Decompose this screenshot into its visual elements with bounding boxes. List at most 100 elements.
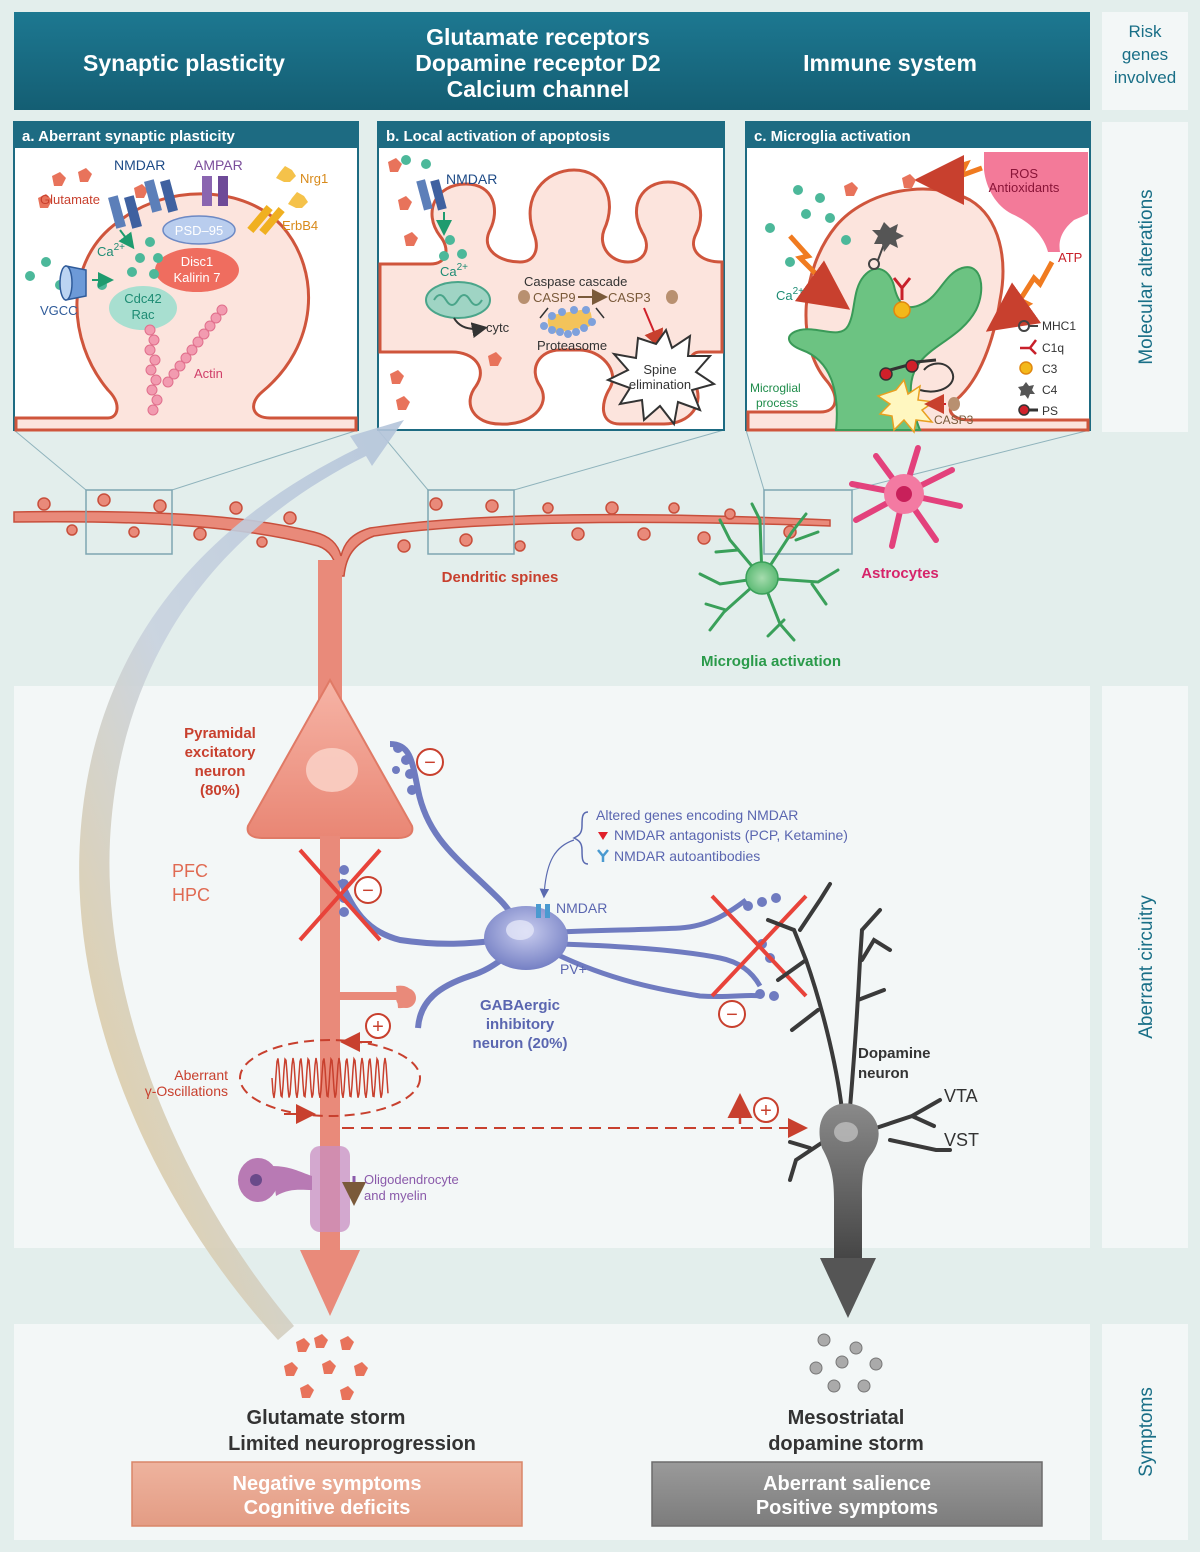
spine-label-2: elimination [629, 377, 691, 392]
antagonist-icon [598, 832, 608, 840]
aberrant-label: Aberrant [174, 1067, 228, 1083]
spine-heads [37, 493, 797, 553]
side-risk-2: genes [1122, 45, 1168, 64]
pv-label: PV+ [560, 961, 587, 977]
gaba-label-1: GABAergic [480, 997, 560, 1014]
astrocyte [849, 445, 963, 549]
left-title-2: Limited neuroprogression [228, 1433, 476, 1455]
autoantibodies-label: NMDAR autoantibodies [614, 848, 760, 864]
panel-a: a. Aberrant synaptic plasticity NMDAR AM… [13, 121, 359, 432]
nmdar-receptor-a [108, 179, 178, 229]
casp9-label: CASP9 [533, 290, 576, 305]
atp-label: ATP [1058, 250, 1082, 265]
gaba-label-2: inhibitory [486, 1016, 555, 1033]
glutamate-label: Glutamate [40, 192, 100, 207]
microglial-label-1: Microglial [750, 381, 801, 395]
psd95-label: PSD–95 [175, 223, 223, 238]
nmdar-label-a: NMDAR [114, 157, 165, 173]
oligodendrocyte [238, 1146, 350, 1232]
header-center-1: Glutamate receptors [426, 24, 650, 50]
right-title-1: Mesostriatal [788, 1407, 905, 1429]
dopamine-label-1: Dopamine [858, 1045, 931, 1062]
legend-ps: PS [1042, 404, 1058, 418]
vst-label: VST [944, 1130, 979, 1150]
pyr-label-1: Pyramidal [184, 725, 256, 742]
panel-b-title: b. Local activation of apoptosis [386, 128, 610, 145]
left-title-1: Glutamate storm [247, 1407, 406, 1429]
ampar-label: AMPAR [194, 157, 243, 173]
panel-c: c. Microglia activation ROS Antioxidants… [745, 121, 1091, 434]
ca-label-b: Ca2+ [440, 262, 468, 279]
side-risk-1: Risk [1128, 22, 1162, 41]
legend-c1q: C1q [1042, 341, 1064, 355]
minus-2: − [354, 876, 382, 904]
gaba-label-3: neuron (20%) [472, 1035, 567, 1052]
caspase-cascade-label: Caspase cascade [524, 274, 627, 289]
red-cross-pyramidal [298, 848, 382, 942]
side-molecular: Molecular alterations [1136, 189, 1157, 364]
header-right: Immune system [803, 50, 977, 76]
autoantibody-icon [597, 849, 609, 862]
header-left: Synaptic plasticity [83, 50, 285, 76]
header-bar [14, 12, 1090, 110]
side-circuitry: Aberrant circuitry [1136, 895, 1157, 1039]
cdc42-label: Cdc42 [124, 291, 162, 306]
nmdar-label-b: NMDAR [446, 171, 497, 187]
astrocytes-label: Astrocytes [861, 565, 939, 582]
svg-text:+: + [760, 1100, 772, 1122]
feedback-arrow [79, 420, 405, 1340]
ampar-receptor [202, 176, 228, 206]
left-symptom-box [131, 1461, 523, 1527]
pyr-label-2: excitatory [185, 744, 257, 761]
right-title-2: dopamine storm [768, 1433, 924, 1455]
svg-text:−: − [424, 752, 436, 774]
legend-c3: C3 [1042, 362, 1058, 376]
altered-genes-label: Altered genes encoding NMDAR [596, 807, 798, 823]
oligo-label-2: and myelin [364, 1188, 427, 1203]
dendritic-spines-label: Dendritic spines [442, 569, 559, 586]
region-pfc: PFC [172, 861, 208, 881]
side-cell-molecular [1102, 122, 1188, 432]
zoom-boxes [85, 489, 853, 555]
vgcc-label: VGCC [40, 303, 78, 318]
ca-label-c: Ca2+ [776, 286, 804, 303]
pyr-label-3: neuron [195, 763, 246, 780]
ps-receptor-pair [879, 358, 937, 381]
left-box-2: Cognitive deficits [244, 1497, 411, 1519]
red-cross-dopamine [710, 894, 808, 998]
left-box-1: Negative symptoms [233, 1473, 422, 1495]
spine-label-1: Spine [643, 362, 676, 377]
header-center-2: Dopamine receptor D2 [415, 50, 660, 76]
dopamine-neuron [766, 882, 952, 1318]
microglia-activation-label: Microglia activation [701, 653, 841, 670]
erbb4-label: ErbB4 [282, 218, 318, 233]
right-box-1: Aberrant salience [763, 1473, 931, 1495]
casp3-label-b: CASP3 [608, 290, 651, 305]
dendrite [13, 493, 831, 577]
legend-c4: C4 [1042, 383, 1058, 397]
minus-3: − [718, 1000, 746, 1028]
microglial-label-2: process [756, 396, 798, 410]
panel-c-legend: MHC1 C1q C3 C4 PS [1018, 319, 1076, 418]
side-risk-3: involved [1114, 68, 1176, 87]
plus-1: + [365, 1013, 391, 1039]
astrocyte-endfoot [984, 152, 1088, 252]
dopamine-label-2: neuron [858, 1065, 909, 1082]
nmdar-receptor-b [416, 179, 447, 211]
side-cell-circuitry [1102, 686, 1188, 1248]
region-hpc: HPC [172, 885, 210, 905]
panel-b: b. Local activation of apoptosis NMDAR C… [377, 121, 725, 431]
gamma-wave [271, 1056, 389, 1099]
ros-label: ROS [1010, 166, 1039, 181]
vgcc-channel [59, 265, 87, 301]
svg-text:−: − [726, 1004, 738, 1026]
casp3-label-c: CASP3 [934, 413, 974, 427]
oscillation-loop [239, 1039, 421, 1117]
right-box-2: Positive symptoms [756, 1497, 938, 1519]
actin-label: Actin [194, 366, 223, 381]
proteasome [540, 306, 596, 338]
microglia-cell [698, 502, 840, 642]
glutamate-particles [284, 1334, 368, 1400]
vta-label: VTA [944, 1086, 978, 1106]
